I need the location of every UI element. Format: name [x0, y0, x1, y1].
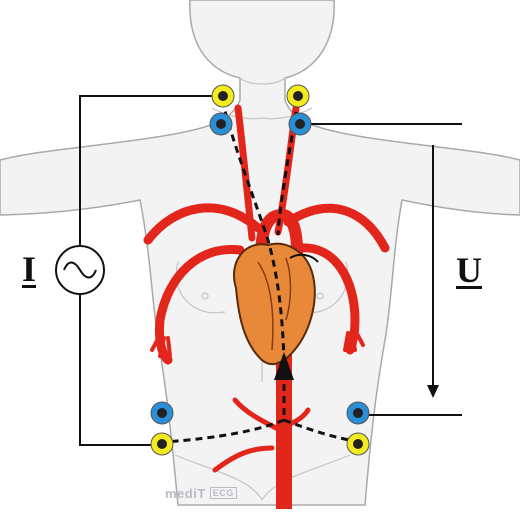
electrode-abdomen-left-inner	[151, 402, 173, 424]
ac-source-icon	[56, 246, 104, 294]
medit-logo: mediT ECG	[165, 486, 237, 501]
electrode-abdomen-right-outer	[347, 433, 369, 455]
electrode-abdomen-right-inner	[347, 402, 369, 424]
electrode-neck-left-inner	[210, 113, 232, 135]
electrode-neck-right-outer	[287, 85, 309, 107]
logo-text: mediT	[165, 486, 206, 501]
electrode-neck-left-outer	[212, 85, 234, 107]
logo-box: ECG	[210, 487, 237, 499]
current-label: I	[22, 251, 36, 287]
voltage-label: U	[456, 252, 482, 288]
electrode-abdomen-left-outer	[151, 433, 173, 455]
electrode-neck-right-inner	[289, 113, 311, 135]
